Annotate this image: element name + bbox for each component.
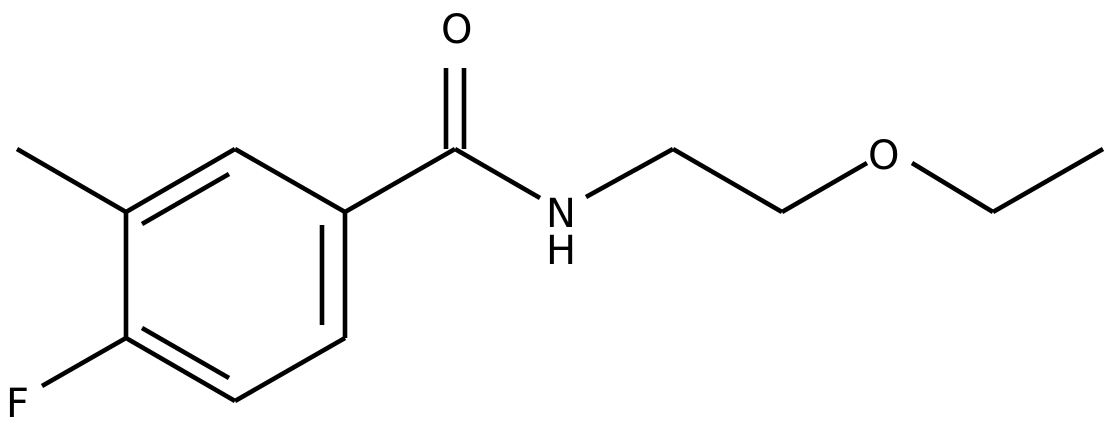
carbonyl-oxygen-label: O bbox=[441, 7, 472, 53]
nitrogen-to-ch2-bond bbox=[584, 146, 675, 200]
ring-bond-c2-c3 bbox=[124, 147, 237, 214]
ring-double-bond-inner-1 bbox=[140, 172, 231, 226]
benzene-ring bbox=[123, 147, 348, 403]
ring-bond-c1-c2 bbox=[233, 147, 347, 214]
fluorine-bond bbox=[40, 336, 128, 388]
fluorine-atom-label: F bbox=[6, 381, 29, 427]
terminal-methyl-bond bbox=[991, 147, 1105, 214]
ch2-to-ether-oxygen-bond bbox=[780, 161, 869, 214]
ring-to-carbonyl-bond bbox=[343, 147, 457, 214]
carbonyl-to-nitrogen-bond bbox=[453, 147, 542, 200]
methyl-bond bbox=[15, 147, 128, 214]
ch2-to-ch2-bond bbox=[671, 147, 784, 214]
ring-double-bond-inner-2 bbox=[140, 326, 231, 380]
nitrogen-atom-label: N bbox=[546, 191, 576, 237]
ring-bond-c4-c5 bbox=[124, 336, 237, 403]
ether-oxygen-label: O bbox=[868, 133, 899, 179]
ether-oxygen-to-ch2-bond bbox=[910, 161, 995, 214]
ring-bond-c5-c6 bbox=[233, 336, 347, 403]
amide-hydrogen-label: H bbox=[546, 228, 576, 274]
